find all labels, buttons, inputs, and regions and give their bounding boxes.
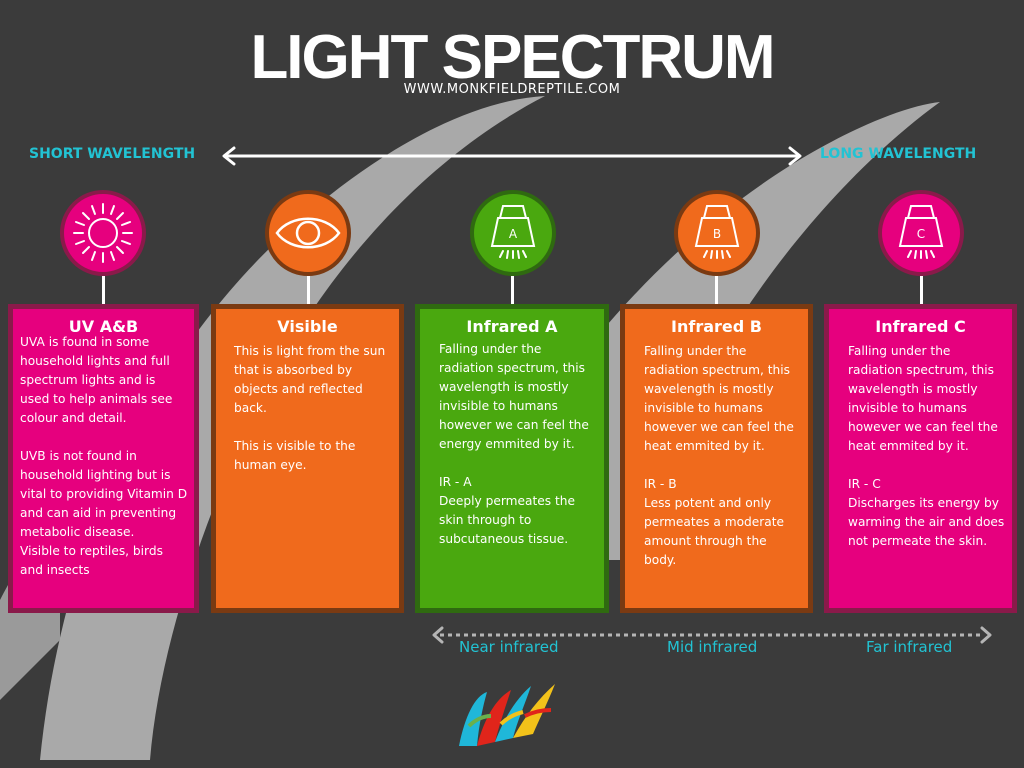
card-uv: UV A&B UVA is found in some household li…	[8, 304, 199, 613]
lamp-letter-b: B	[713, 227, 721, 241]
uv-icon-circle	[60, 190, 146, 276]
connector-line	[102, 276, 105, 304]
card-infrared-c: Infrared C Falling under the radiation s…	[824, 304, 1017, 613]
connector-line	[920, 276, 923, 304]
card-visible: Visible This is light from the sun that …	[211, 304, 404, 613]
mid-infrared-label: Mid infrared	[667, 638, 758, 656]
card-title: UV A&B	[68, 317, 139, 336]
heat-lamp-c-icon: C	[898, 205, 944, 259]
sun-icon	[73, 203, 133, 263]
heat-lamp-b-icon: B	[694, 205, 740, 259]
wavelength-arrow	[222, 146, 802, 166]
visible-icon-circle	[265, 190, 351, 276]
card-infrared-a: Infrared A Falling under the radiation s…	[415, 304, 609, 613]
infrared-c-icon-circle: C	[878, 190, 964, 276]
card-description: Falling under the radiation spectrum, th…	[848, 344, 1005, 548]
lamp-letter-c: C	[917, 227, 925, 241]
long-wavelength-label: LONG WAVELENGTH	[820, 146, 977, 162]
card-title: Infrared B	[671, 317, 762, 336]
connector-line	[511, 276, 514, 304]
website-url: WWW.MONKFIELDREPTILE.COM	[403, 82, 621, 97]
card-title: Infrared C	[875, 317, 966, 336]
card-title: Visible	[277, 317, 338, 336]
near-infrared-label: Near infrared	[459, 638, 559, 656]
far-infrared-label: Far infrared	[866, 638, 953, 656]
connector-line	[715, 276, 718, 304]
infrared-a-icon-circle: A	[470, 190, 556, 276]
page-title: LIGHT SPECTRUM	[250, 23, 775, 92]
short-wavelength-label: SHORT WAVELENGTH	[29, 146, 196, 162]
card-description: Falling under the radiation spectrum, th…	[644, 344, 794, 567]
infrared-b-icon-circle: B	[674, 190, 760, 276]
card-description: Falling under the radiation spectrum, th…	[439, 342, 589, 546]
eye-icon	[275, 217, 341, 249]
card-title: Infrared A	[466, 317, 558, 336]
card-description: This is light from the sun that is absor…	[234, 344, 386, 472]
monkfield-logo	[459, 684, 555, 746]
heat-lamp-a-icon: A	[490, 205, 536, 259]
connector-line	[307, 276, 310, 304]
infrared-range-arrow	[432, 626, 992, 644]
card-infrared-b: Infrared B Falling under the radiation s…	[620, 304, 813, 613]
lamp-letter-a: A	[509, 227, 518, 241]
card-description: UVA is found in some household lights an…	[20, 335, 188, 577]
